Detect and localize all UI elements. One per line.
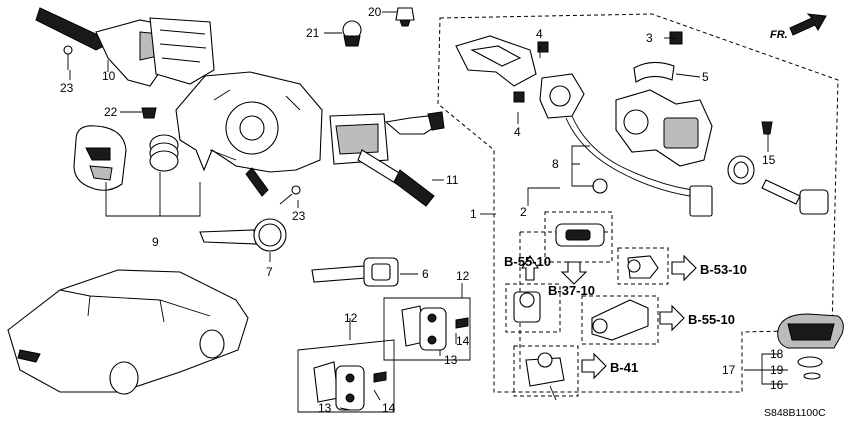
- label-22: 22: [104, 105, 118, 119]
- label-6: 6: [422, 267, 429, 281]
- ref-b-53-10: B-53-10: [700, 262, 747, 277]
- diagram-code: S848B1100C: [764, 407, 826, 419]
- screw-4-upper: [537, 41, 549, 53]
- screw-4-lower: [513, 91, 525, 103]
- ignition-housing: [455, 35, 585, 119]
- screw-15: [761, 121, 773, 135]
- key-7: [199, 218, 287, 252]
- label-5: 5: [702, 70, 709, 84]
- label-19: 19: [770, 363, 784, 377]
- label-10: 10: [102, 69, 116, 83]
- door-lock-set-12-lower: [297, 339, 395, 413]
- ref-b-55-10-right: B-55-10: [688, 312, 735, 327]
- label-13-lower: 13: [318, 401, 332, 415]
- door-lock-set-12-upper: [383, 297, 471, 361]
- label-20: 20: [368, 5, 382, 19]
- label-14-upper: 14: [456, 334, 470, 348]
- label-16: 16: [770, 378, 784, 392]
- label-23-upper: 23: [60, 81, 74, 95]
- label-4-upper: 4: [536, 27, 543, 41]
- label-23-mid: 23: [292, 209, 306, 223]
- door-cylinder-assembly: [581, 295, 659, 345]
- combination-switch-right: [329, 111, 445, 207]
- label-1: 1: [470, 207, 477, 221]
- ref-arrow-right-3: [581, 352, 607, 380]
- label-11: 11: [446, 173, 459, 187]
- label-14-lower: 14: [382, 401, 396, 415]
- label-17: 17: [722, 363, 736, 377]
- label-9: 9: [152, 235, 159, 249]
- ref-arrow-right-2: [659, 304, 685, 332]
- cancel-sleeve-9: [73, 125, 127, 191]
- label-21: 21: [306, 26, 320, 40]
- screw-23-upper: [63, 45, 73, 70]
- key-6: [311, 257, 399, 287]
- label-7: 7: [266, 265, 273, 279]
- ref-arrow-right-1: [671, 254, 697, 282]
- ref-b-37-10: B-37-10: [548, 283, 595, 298]
- screw-23-mid: [279, 185, 301, 205]
- trunk-handle-switch: [544, 211, 613, 263]
- label-15: 15: [762, 153, 776, 167]
- spring-9: [149, 134, 179, 172]
- label-13-upper: 13: [444, 353, 458, 367]
- ref-b-41: B-41: [610, 360, 638, 375]
- vehicle-illustration: [7, 269, 249, 395]
- fuel-lid-cylinder: [617, 247, 669, 285]
- ref-b-55-10-top: B-55-10: [504, 254, 551, 269]
- label-12-lower: 12: [344, 311, 358, 325]
- ref-arrow-down: [560, 261, 588, 285]
- steering-column-body: [175, 71, 323, 197]
- label-18: 18: [770, 347, 784, 361]
- ref-arrow-up: [520, 255, 540, 281]
- reference-labels: B-55-10 B-37-10 B-53-10 B-55-10 B-41: [504, 254, 747, 375]
- screw-22: [141, 107, 157, 119]
- leader-lines: [69, 11, 788, 411]
- part-number-labels: 23 10 22 9 21 20 11 23 7 6 12 14 13 12 1…: [60, 5, 784, 415]
- label-8: 8: [552, 157, 559, 171]
- label-12-upper: 12: [456, 269, 470, 283]
- combination-switch-left: [35, 7, 215, 87]
- clip-20: [395, 7, 415, 27]
- label-4-lower: 4: [514, 125, 521, 139]
- trunk-cylinder: [505, 283, 561, 333]
- key-15: [761, 179, 829, 215]
- glove-box-cylinder: [513, 345, 579, 401]
- lock-cylinder-assembly: [565, 89, 713, 217]
- front-direction-arrow: FR.: [770, 13, 827, 41]
- keyless-remote: [777, 313, 844, 380]
- clip-21: [342, 20, 362, 47]
- label-3: 3: [646, 31, 653, 45]
- bracket-5: [633, 61, 675, 83]
- label-2: 2: [520, 205, 527, 219]
- front-label: FR.: [770, 29, 788, 41]
- ring-15: [727, 155, 755, 185]
